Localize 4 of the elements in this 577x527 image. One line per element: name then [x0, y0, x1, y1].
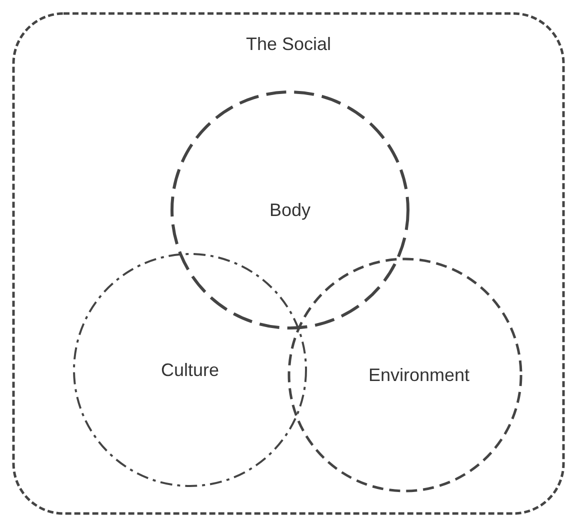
circle-label: Body: [269, 200, 311, 220]
box-title: The Social: [246, 34, 332, 54]
circle-label: Environment: [368, 364, 470, 386]
circle-label: Culture: [160, 360, 220, 380]
